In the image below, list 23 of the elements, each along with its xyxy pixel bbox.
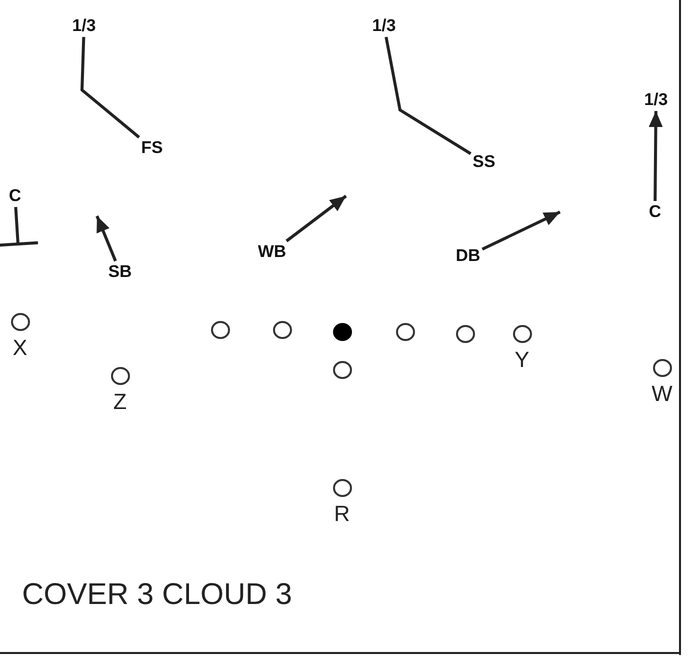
route-arrow <box>286 194 347 242</box>
zone-line <box>80 36 140 138</box>
diagram-caption: COVER 3 CLOUD 3 <box>22 578 292 612</box>
position-label: C <box>8 187 22 205</box>
block-route <box>0 206 40 247</box>
position-label: FS <box>141 139 163 157</box>
position-label: 1/3 <box>72 17 96 35</box>
player-label: R <box>334 502 350 526</box>
position-label: 1/3 <box>372 17 396 35</box>
route-arrow <box>482 210 561 251</box>
position-label: DB <box>456 247 480 265</box>
player-label: X <box>12 336 28 360</box>
player-label: W <box>652 382 672 406</box>
route-arrow <box>648 110 663 202</box>
position-label: SS <box>472 153 496 171</box>
player-label: Z <box>113 390 127 414</box>
position-label: C <box>648 203 662 221</box>
position-label: SB <box>108 263 132 281</box>
zone-line <box>384 36 472 155</box>
route-arrow <box>96 215 117 262</box>
position-label: WB <box>258 243 286 261</box>
position-label: 1/3 <box>644 91 668 109</box>
player-label: Y <box>514 348 530 372</box>
